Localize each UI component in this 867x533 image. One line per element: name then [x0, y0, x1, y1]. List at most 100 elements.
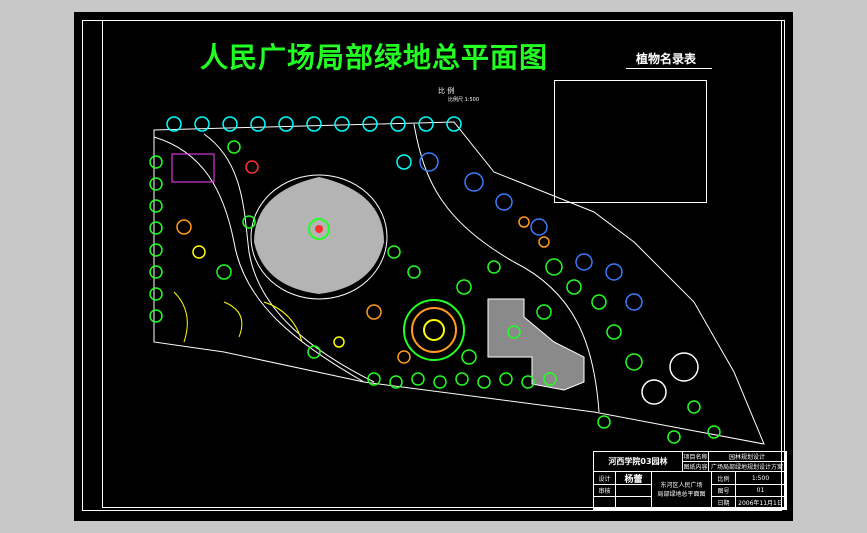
- tree-symbol: [149, 199, 163, 213]
- path-edge: [203, 133, 375, 383]
- tree-symbol: [545, 258, 563, 276]
- tree-symbol: [333, 336, 345, 348]
- plaza-paving: [254, 177, 384, 294]
- flower-bed: [171, 153, 215, 183]
- drawing-sheet: 人民广场局部绿地总平面图 植物名录表 比 例 比例尺 1:500 河西学院03园…: [74, 12, 793, 521]
- path-edge: [413, 123, 600, 413]
- tree-symbol: [433, 375, 447, 389]
- title-block-checker-label: 审核: [594, 485, 616, 497]
- tree-symbol: [149, 221, 163, 235]
- tree-symbol: [566, 279, 582, 295]
- title-block-date-label: 日期: [712, 497, 736, 509]
- crescent-lawn: [263, 301, 303, 343]
- title-block-blank-b: [616, 497, 652, 509]
- tree-symbol: [192, 245, 206, 259]
- tree-symbol: [538, 236, 550, 248]
- tree-symbol: [521, 375, 535, 389]
- tree-symbol: [575, 253, 593, 271]
- tree-symbol: [366, 304, 382, 320]
- title-block-sheet-label: 图号: [712, 485, 736, 497]
- tree-symbol: [625, 293, 643, 311]
- site-boundary: [153, 121, 765, 445]
- tree-symbol: [194, 116, 210, 132]
- title-block-checker-value: [616, 485, 652, 497]
- site-plan: [149, 116, 765, 445]
- tree-symbol: [149, 177, 163, 191]
- title-block-blank-a: [594, 497, 616, 509]
- tree-symbol: [250, 116, 266, 132]
- title-block-date-value: 2006年11月1日: [736, 497, 786, 509]
- tree-symbol: [411, 372, 425, 386]
- path-edge: [153, 136, 365, 383]
- plant-legend-table: [554, 80, 707, 203]
- tree-symbol: [455, 372, 469, 386]
- title-block-drawing-name: 东河区人民广场 局部绿地总平面图: [652, 472, 712, 509]
- title-block-drawing-name-line1: 东河区人民广场: [660, 482, 703, 489]
- tree-symbol: [390, 116, 406, 132]
- title-block: 河西学院03园林 项目名称 园林规划设计 图纸内容 广场局部绿地规划设计方案 设…: [593, 451, 787, 510]
- crescent-lawn: [173, 291, 188, 343]
- tree-symbol: [597, 415, 611, 429]
- tree-symbol: [507, 325, 521, 339]
- plaza-center-dot: [315, 225, 323, 233]
- inner-frame: [102, 20, 785, 508]
- title-block-designer-label: 设计: [594, 472, 616, 485]
- tree-symbol: [387, 245, 401, 259]
- tree-symbol: [461, 349, 477, 365]
- tree-symbol: [446, 116, 462, 132]
- tree-symbol: [606, 324, 622, 340]
- tree-symbol: [536, 304, 552, 320]
- plaza-center-circle: [308, 218, 330, 240]
- tree-symbol: [149, 287, 163, 301]
- round-lawn-ring: [411, 307, 457, 353]
- scale-bar-label: 比例尺 1:500: [448, 97, 479, 103]
- tree-symbol: [487, 260, 501, 274]
- tree-symbol: [242, 215, 256, 229]
- paved-square: [487, 298, 585, 391]
- tree-symbol: [334, 116, 350, 132]
- title-block-content-label: 图纸内容: [683, 462, 709, 472]
- tree-symbol: [222, 116, 238, 132]
- tree-symbol: [591, 294, 607, 310]
- tree-symbol: [707, 425, 721, 439]
- title-block-project-value: 园林规划设计: [709, 452, 786, 462]
- tree-symbol: [278, 116, 294, 132]
- legend-title: 植物名录表: [636, 52, 697, 66]
- tree-symbol: [605, 263, 623, 281]
- tree-symbol: [499, 372, 513, 386]
- title-block-content-value: 广场局部绿地规划设计方案: [709, 462, 786, 472]
- tree-symbol: [641, 379, 667, 405]
- tree-symbol: [687, 400, 701, 414]
- tree-symbol: [407, 265, 421, 279]
- tree-symbol: [306, 116, 322, 132]
- title-block-scale-value: 1:500: [736, 472, 786, 485]
- tree-symbol: [216, 264, 232, 280]
- tree-symbol: [149, 243, 163, 257]
- tree-symbol: [149, 265, 163, 279]
- tree-symbol: [166, 116, 182, 132]
- title-block-project-label: 项目名称: [683, 452, 709, 462]
- tree-symbol: [362, 116, 378, 132]
- tree-symbol: [464, 172, 484, 192]
- tree-symbol: [367, 372, 381, 386]
- title-block-scale-label: 比例: [712, 472, 736, 485]
- tree-symbol: [543, 372, 557, 386]
- tree-symbol: [397, 350, 411, 364]
- title-block-school: 河西学院03园林: [594, 452, 683, 472]
- tree-symbol: [477, 375, 491, 389]
- tree-symbol: [625, 353, 643, 371]
- tree-symbol: [149, 309, 163, 323]
- tree-symbol: [456, 279, 472, 295]
- round-lawn-core: [423, 319, 445, 341]
- round-lawn: [403, 299, 465, 361]
- tree-symbol: [669, 352, 699, 382]
- tree-symbol: [418, 116, 434, 132]
- tree-symbol: [389, 375, 403, 389]
- title-block-sheet-value: 01: [736, 485, 786, 497]
- tree-symbol: [495, 193, 513, 211]
- tree-symbol: [396, 154, 412, 170]
- tree-symbol: [530, 218, 548, 236]
- crescent-lawn: [223, 301, 243, 338]
- tree-symbol: [307, 345, 321, 359]
- tree-symbol: [227, 140, 241, 154]
